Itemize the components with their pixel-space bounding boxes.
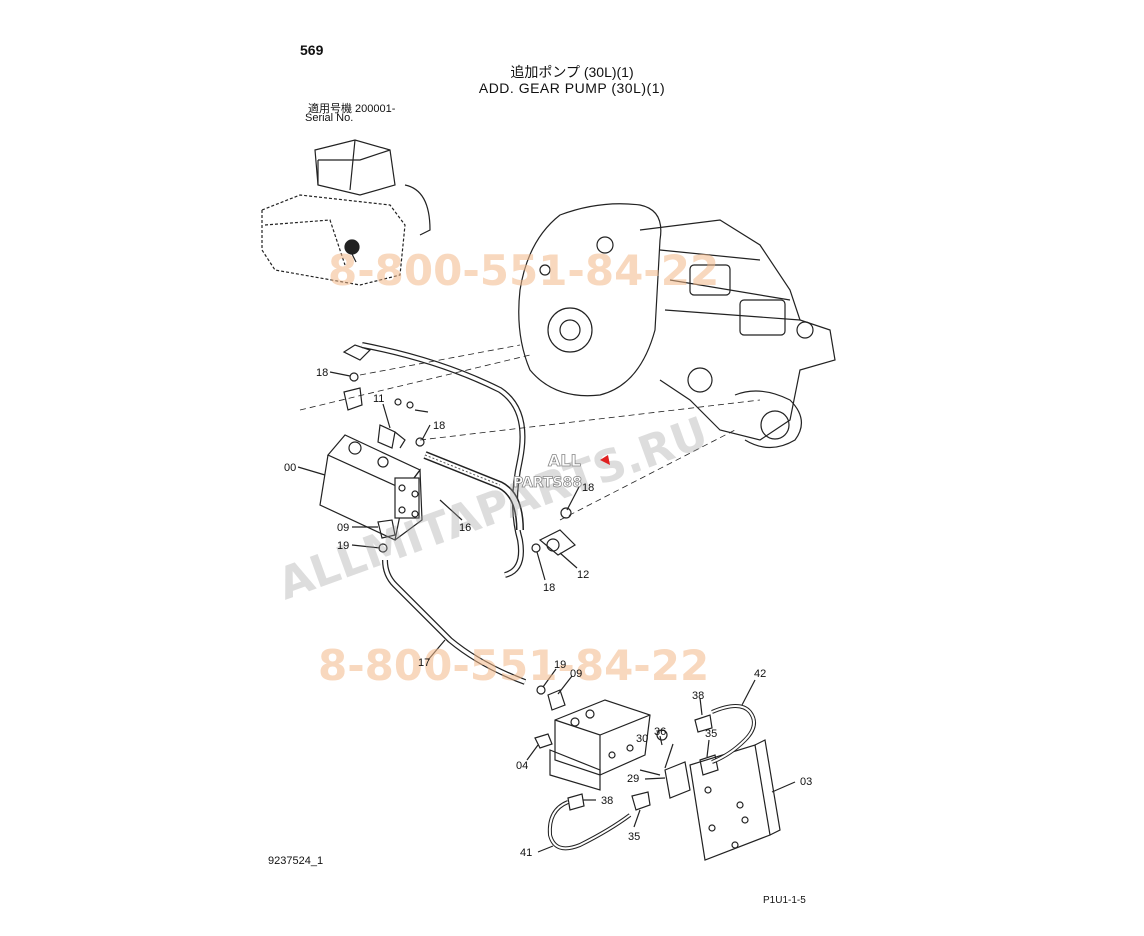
- callout-19: 19: [337, 540, 349, 552]
- callout-18: 18: [543, 582, 555, 594]
- callout-30: 30: [636, 733, 648, 745]
- callout-38: 38: [692, 690, 704, 702]
- callout-04: 04: [516, 760, 528, 772]
- main-pump-assembly: [518, 203, 836, 449]
- drawing-id: 9237524_1: [268, 855, 324, 867]
- logo-watermark-bottom: PARTS88: [513, 475, 582, 491]
- callout-17: 17: [418, 657, 430, 669]
- callout-41: 41: [520, 847, 532, 859]
- logo-watermark-top: ALL: [548, 451, 581, 470]
- callout-18: 18: [433, 420, 445, 432]
- callout-42: 42: [754, 668, 766, 680]
- callout-35: 35: [628, 831, 640, 843]
- callout-00: 00: [284, 462, 296, 474]
- callout-12: 12: [577, 569, 589, 581]
- serial-label-japanese: 適用号機 200001-: [308, 103, 396, 115]
- callout-18: 18: [316, 367, 328, 379]
- callout-18: 18: [582, 482, 594, 494]
- phone-watermark-bottom: 8-800-551-84-22: [318, 641, 709, 690]
- site-watermark: ALLMITAPARTS.RU: [271, 407, 714, 610]
- callout-11: 11: [373, 393, 384, 405]
- callout-19: 19: [554, 659, 566, 671]
- callout-03: 03: [800, 776, 812, 788]
- callout-16: 16: [459, 522, 471, 534]
- serial-label-english: Serial No.: [305, 112, 354, 124]
- logo-mark-icon: [600, 455, 610, 465]
- machine-locator-icon: [261, 139, 431, 286]
- page-number: 569: [300, 42, 324, 58]
- callout-09: 09: [337, 522, 349, 534]
- phone-watermark-top: 8-800-551-84-22: [328, 246, 719, 295]
- callout-36: 36: [654, 726, 666, 738]
- callout-29: 29: [627, 773, 639, 785]
- title-english: ADD. GEAR PUMP (30L)(1): [478, 80, 666, 96]
- title-japanese: 追加ポンプ (30L)(1): [510, 64, 634, 80]
- page-code: P1U1-1-5: [763, 895, 806, 906]
- gear-pump-body: [319, 434, 423, 541]
- elbow-fitting: [377, 398, 429, 449]
- callout-35: 35: [705, 728, 717, 740]
- callout-09: 09: [570, 668, 582, 680]
- callout-38: 38: [601, 795, 613, 807]
- valve-block: [549, 699, 651, 791]
